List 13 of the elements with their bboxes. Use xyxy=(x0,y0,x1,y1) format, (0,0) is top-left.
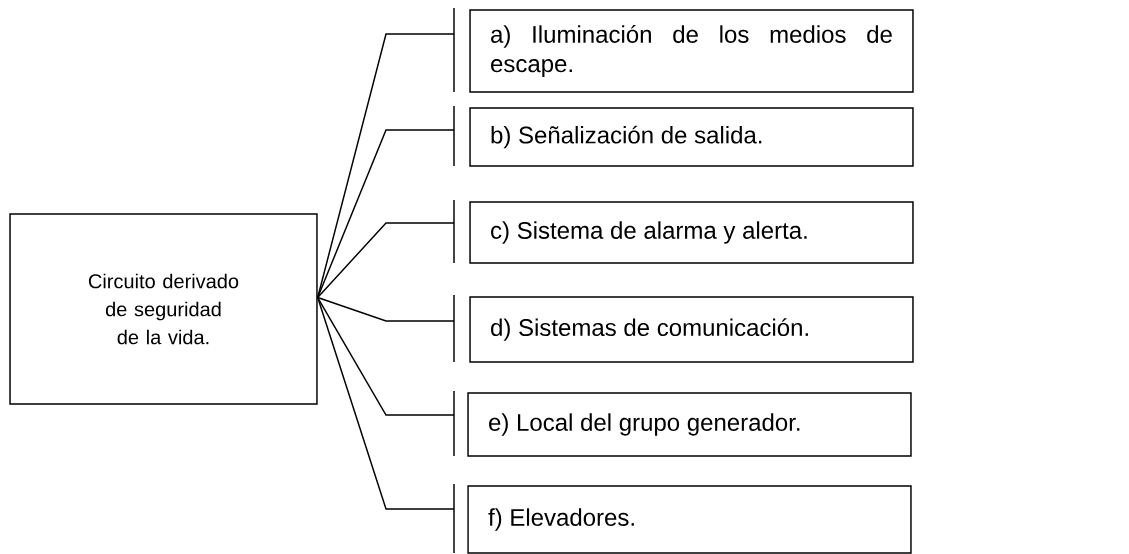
connector xyxy=(316,296,455,322)
connector xyxy=(316,222,455,299)
topic-box: Circuito derivado de seguridad de la vida. xyxy=(9,213,318,405)
connector xyxy=(316,296,455,416)
connector xyxy=(316,296,455,510)
connector xyxy=(316,33,455,299)
item-box: a) Iluminación de los medios de escape. xyxy=(469,9,914,93)
connector xyxy=(316,129,455,299)
item-box: b) Señalización de salida. xyxy=(469,107,914,167)
item-box: e) Local del grupo generador. xyxy=(467,392,912,457)
item-box: f) Elevadores. xyxy=(467,485,912,554)
item-box: d) Sistemas de comunicación. xyxy=(469,296,914,363)
item-box: c) Sistema de alarma y alerta. xyxy=(469,201,914,264)
